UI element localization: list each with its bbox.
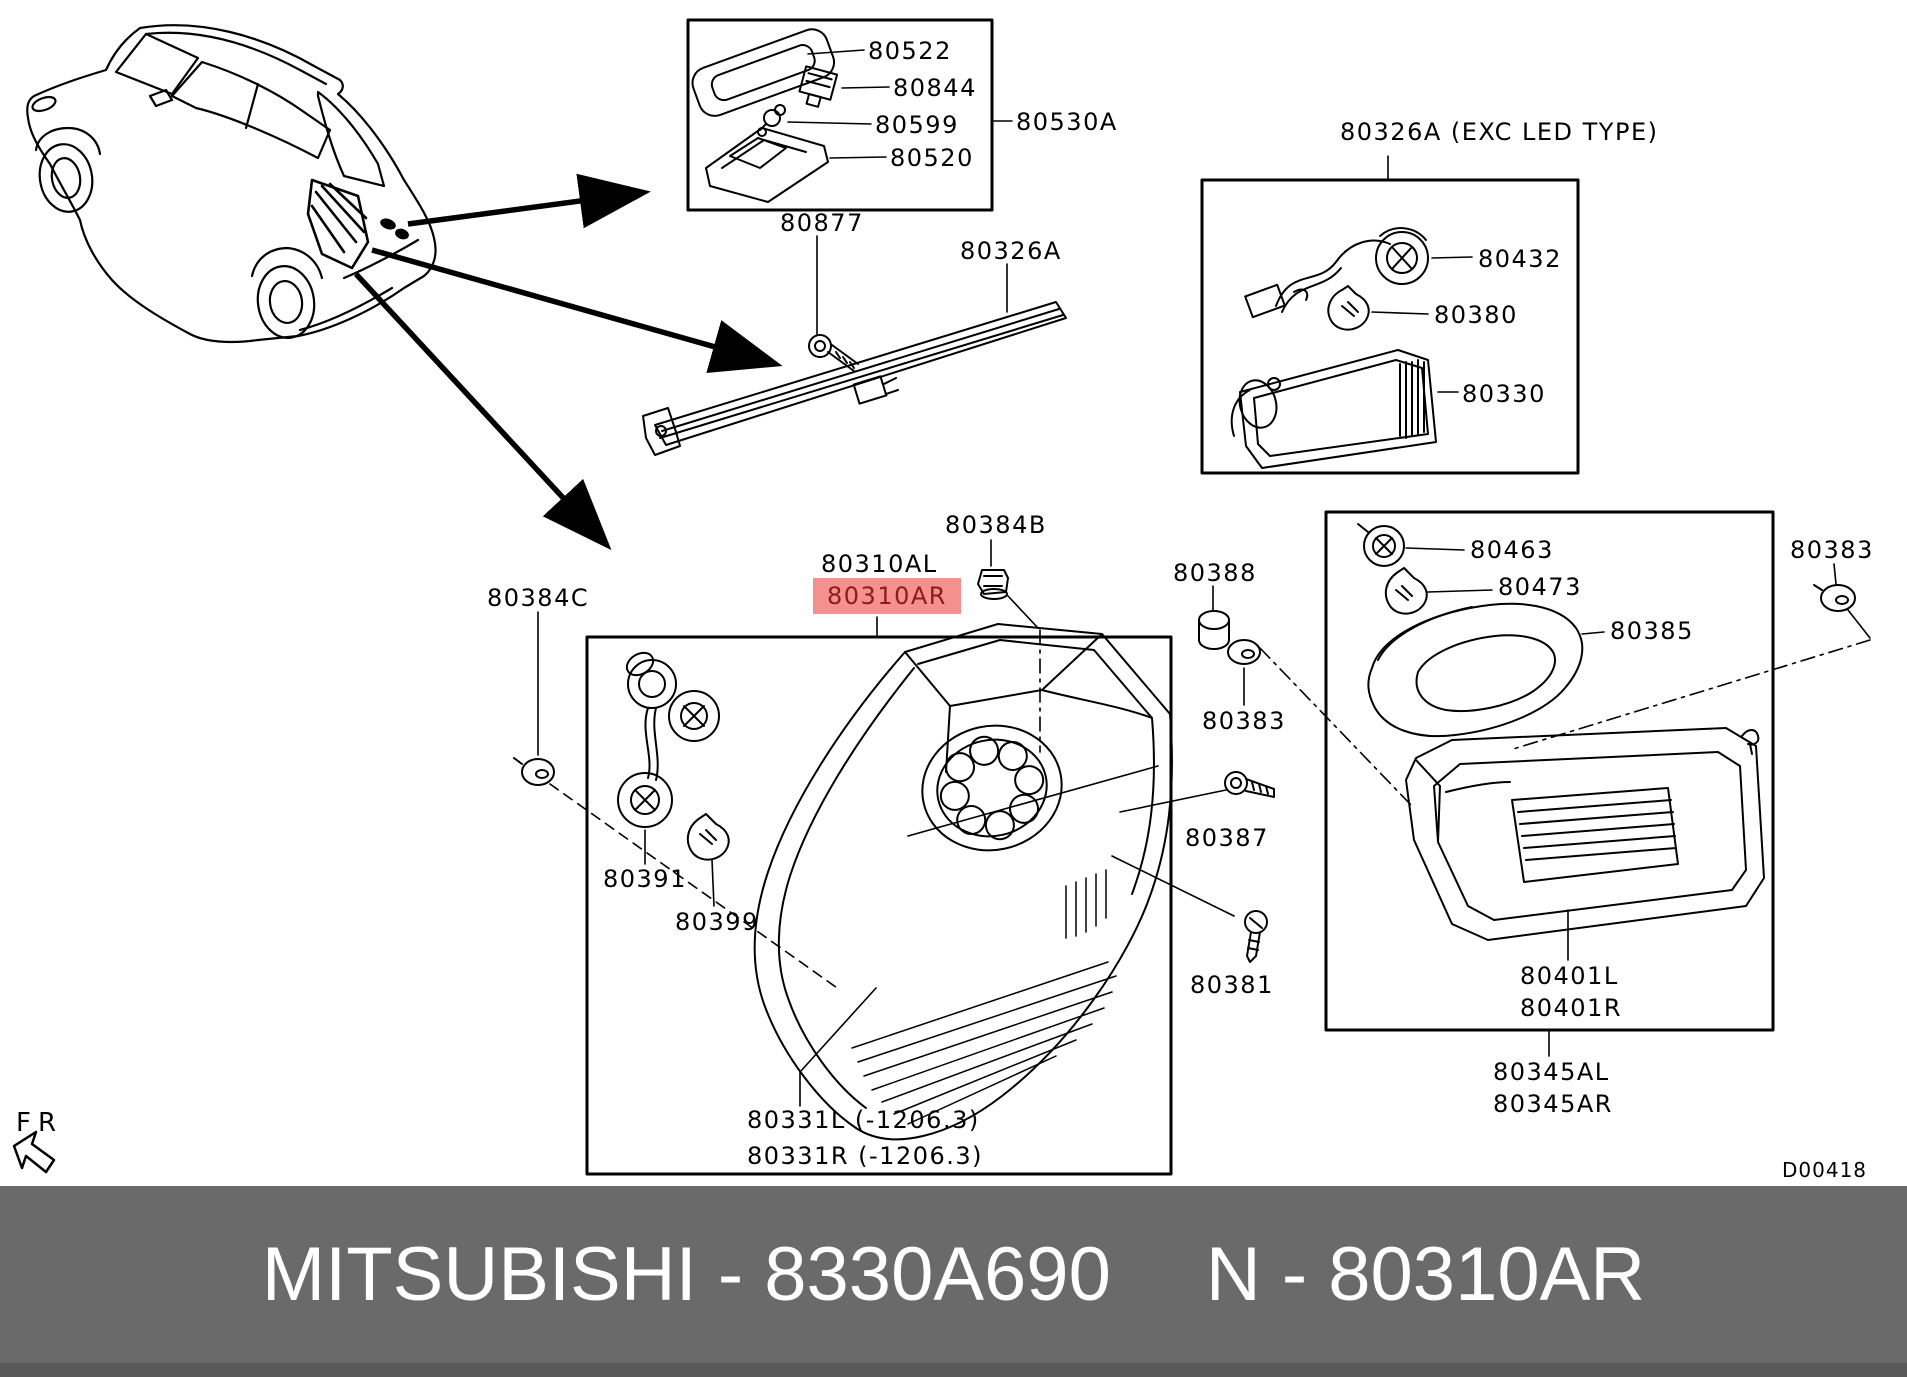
part-label-80401L: 80401L	[1520, 962, 1619, 990]
part-label-80388: 80388	[1173, 559, 1257, 587]
part-label-80399: 80399	[675, 908, 759, 936]
part-label-80473: 80473	[1498, 573, 1582, 601]
part-label-80345AR: 80345AR	[1493, 1090, 1613, 1118]
part-label-80530A: 80530A	[1016, 108, 1118, 136]
part-label-80599: 80599	[875, 111, 959, 139]
part-label-80331R: 80331R (-1206.3)	[747, 1142, 984, 1170]
part-label-80385: 80385	[1610, 617, 1694, 645]
license-lamp-detail-box	[686, 18, 1013, 212]
part-label-80331L: 80331L (-1206.3)	[747, 1106, 980, 1134]
part-label-80877: 80877	[780, 209, 864, 237]
part-label-80520: 80520	[890, 144, 974, 172]
part-label-80844: 80844	[893, 74, 977, 102]
banner-part-reference: N - 80310AR	[1205, 1232, 1646, 1317]
part-label-80310AR-highlighted: 80310AR	[813, 578, 961, 614]
fr-direction-arrow-icon	[12, 1130, 56, 1174]
high-mount-stop-lamp	[642, 235, 1067, 456]
back-door-lamp-detail-box	[1324, 510, 1775, 1057]
drawing-code: D00418	[1782, 1158, 1868, 1182]
tail-lamp-detail-box	[549, 595, 1235, 1176]
part-label-80330: 80330	[1462, 380, 1546, 408]
fastener-icons	[513, 539, 1871, 963]
part-label-80381: 80381	[1190, 971, 1274, 999]
title-banner: MITSUBISHI - 8330A690 N - 80310AR	[0, 1186, 1907, 1377]
part-label-80383-mid: 80383	[1202, 707, 1286, 735]
part-label-80345AL: 80345AL	[1493, 1058, 1610, 1086]
part-label-80326A: 80326A	[960, 237, 1062, 265]
diagram-line-art	[12, 18, 1871, 1176]
part-label-80383-upper-right: 80383	[1790, 536, 1874, 564]
bulb-plate-icon	[921, 724, 1063, 852]
part-label-80326A-exc-led: 80326A (EXC LED TYPE)	[1340, 118, 1659, 146]
car-illustration-icon	[26, 24, 437, 344]
car-tail-lamp-marks	[306, 178, 370, 270]
banner-brand-part-number: MITSUBISHI - 8330A690	[261, 1232, 1111, 1317]
screw-80877-icon	[808, 334, 859, 372]
pointer-arrows-icon	[353, 173, 783, 551]
part-label-80463: 80463	[1470, 536, 1554, 564]
part-label-80432: 80432	[1478, 245, 1562, 273]
part-label-80387: 80387	[1185, 824, 1269, 852]
banner-bottom-strip	[0, 1363, 1907, 1377]
exc-led-type-detail-box	[1200, 155, 1580, 475]
fr-orientation-label: FR	[16, 1108, 64, 1138]
part-label-80522: 80522	[868, 37, 952, 65]
part-label-80401R: 80401R	[1520, 994, 1623, 1022]
part-label-80384B: 80384B	[945, 511, 1047, 539]
part-label-80380: 80380	[1434, 301, 1518, 329]
part-label-80384C: 80384C	[487, 584, 590, 612]
part-label-80391: 80391	[603, 865, 687, 893]
part-label-80310AL: 80310AL	[821, 550, 938, 578]
